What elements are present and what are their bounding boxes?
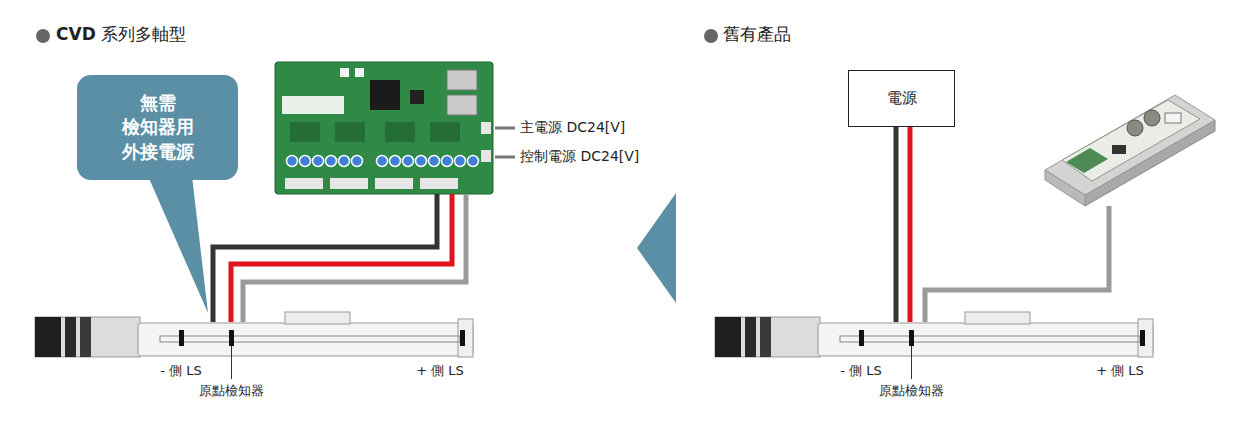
controller-board: [275, 62, 493, 194]
label: - 側 LS: [160, 363, 201, 379]
label: 原點檢知器: [199, 383, 264, 399]
label: 舊有產品: [723, 24, 791, 44]
arrow-triangle: [637, 193, 676, 303]
node-text: 電源: [887, 88, 917, 108]
label: - 側 LS: [840, 363, 881, 379]
callout-tail: [148, 176, 208, 313]
label: + 側 LS: [1096, 363, 1144, 379]
driver: [1045, 95, 1215, 206]
label: 原點檢知器: [879, 383, 944, 399]
leader-line: [495, 127, 515, 130]
callout-bubble: 無需 檢知器用 外接電源: [77, 75, 238, 180]
label: + 側 LS: [416, 363, 464, 379]
bullet: [704, 29, 718, 43]
power-box: 電源: [848, 70, 955, 127]
node-text: 無需 檢知器用 外接電源: [115, 91, 200, 164]
wires: [213, 127, 1109, 322]
bullet: [36, 29, 50, 43]
leader-line: [495, 156, 515, 159]
label: 主電源 DC24[V]: [520, 119, 625, 136]
actuator: [35, 312, 473, 379]
label: 控制電源 DC24[V]: [520, 148, 639, 165]
label: CVD 系列多軸型: [56, 24, 186, 44]
actuator: [715, 312, 1153, 379]
